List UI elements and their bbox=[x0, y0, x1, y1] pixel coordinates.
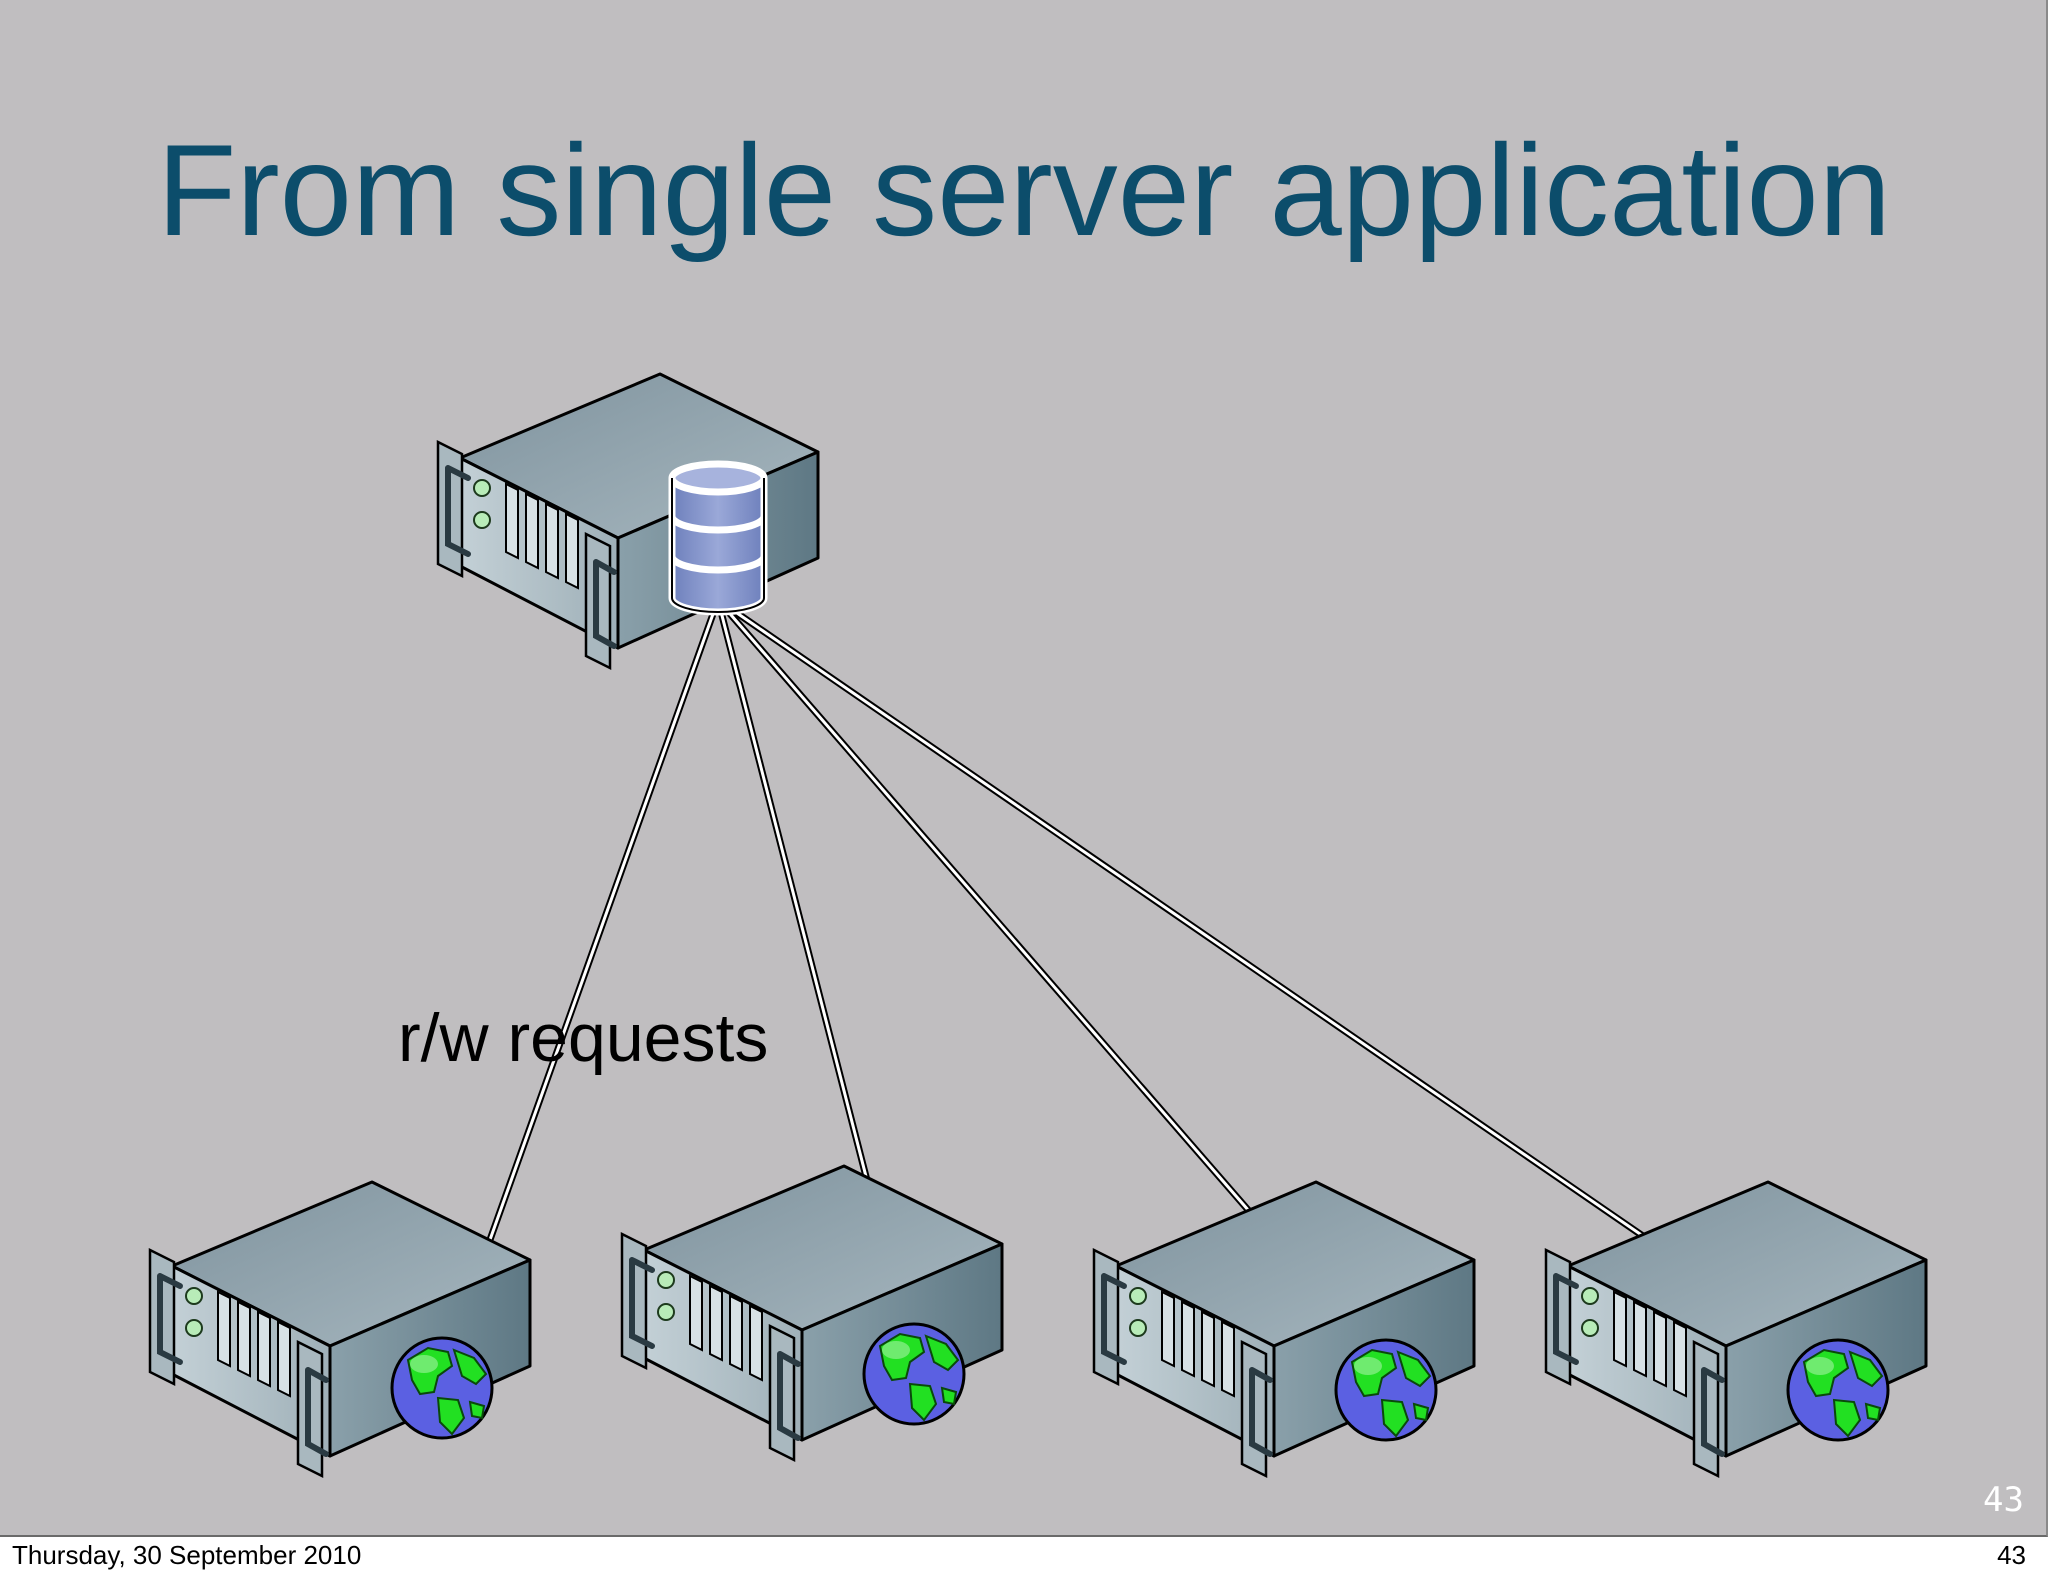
server-icon bbox=[1094, 1182, 1474, 1476]
edge-db-to-server-1 bbox=[446, 598, 722, 1354]
slide: From single server application bbox=[0, 0, 2048, 1537]
server-icon bbox=[150, 1182, 530, 1476]
app-server-4 bbox=[1546, 1182, 1926, 1476]
app-server-2 bbox=[622, 1166, 1002, 1460]
globe-icon bbox=[390, 1336, 494, 1440]
footer-page-number: 43 bbox=[1997, 1540, 2026, 1570]
globe-icon bbox=[1334, 1338, 1438, 1442]
network-diagram bbox=[0, 0, 2048, 1535]
footer-date: Thursday, 30 September 2010 bbox=[12, 1540, 362, 1570]
slide-number: 43 bbox=[1983, 1480, 2024, 1520]
server-icon bbox=[622, 1166, 1002, 1460]
server-icon bbox=[1546, 1182, 1926, 1476]
slide-title: From single server application bbox=[156, 117, 1892, 263]
footer: Thursday, 30 September 2010 43 bbox=[0, 1538, 2048, 1576]
connection-label: r/w requests bbox=[398, 1000, 769, 1076]
globe-icon bbox=[862, 1322, 966, 1426]
app-server-3 bbox=[1094, 1182, 1474, 1476]
database-icon bbox=[672, 464, 764, 612]
app-server-1 bbox=[150, 1182, 530, 1476]
globe-icon bbox=[1786, 1338, 1890, 1442]
